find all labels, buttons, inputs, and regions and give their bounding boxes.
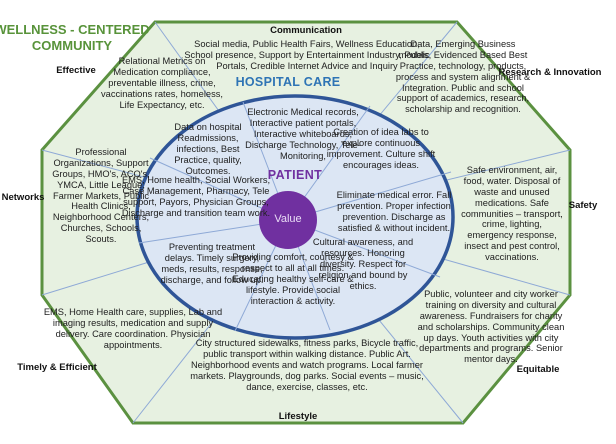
title-line1: WELLNESS - CENTERED	[0, 22, 150, 37]
sector-text-safety: Safe environment, air, food, water. Disp…	[461, 165, 563, 262]
diagram-title: WELLNESS - CENTERED COMMUNITY	[0, 22, 150, 55]
sector-label-lifestyle: Lifestyle	[278, 411, 318, 422]
patient-label: PATIENT	[267, 168, 323, 182]
wedge-text-bottom: Providing comfort, courtesy & respect to…	[232, 252, 354, 306]
wedge-text-lower-left: Preventing treatment delays. Timely surg…	[160, 242, 264, 285]
wedge-text-upper-left: Data on hospital Readmissions, infection…	[174, 122, 242, 176]
value-label: Value	[274, 213, 302, 225]
sector-label-networks: Networks	[1, 192, 45, 203]
wedge-text-right: Eliminate medical error. Fall prevention…	[336, 190, 452, 233]
sector-text-effective: Relational Metrics on Medication complia…	[101, 56, 223, 110]
sector-text-communication: Social media, Public Health Fairs, Welln…	[184, 39, 430, 71]
wedge-text-lower-right: Cultural awareness, and resources. Honor…	[312, 237, 414, 291]
sector-label-timely-efficient: Timely & Efficient	[17, 362, 97, 373]
title-line2: COMMUNITY	[31, 38, 113, 54]
wedge-text-left: EMS, Home health, Social Workers, Case M…	[121, 175, 271, 218]
hospital-care-label: HOSPITAL CARE	[235, 75, 341, 89]
value-circle	[259, 191, 317, 249]
sector-label-safety: Safety	[568, 200, 598, 211]
wedge-text-upper-right: Creation of idea labs to explore continu…	[326, 127, 436, 170]
sector-label-communication: Communication	[270, 25, 342, 36]
sector-text-equitable: Public, volunteer and city worker traini…	[417, 289, 565, 365]
sector-label-research-innovation: Research & Innovation	[498, 67, 602, 78]
sector-text-timely-efficient: EMS, Home Health care, supplies, Lab and…	[43, 307, 223, 350]
sector-text-research-innovation: Data, Emerging Business models, Evidence…	[395, 39, 531, 115]
sector-label-equitable: Equitable	[516, 364, 560, 375]
sector-text-lifestyle: City structured sidewalks, fitness parks…	[190, 338, 424, 392]
sector-text-networks: Professional Organizations, Support Grou…	[52, 147, 150, 244]
wedge-text-top: Electronic Medical records, Interactive …	[245, 107, 361, 161]
sector-label-effective: Effective	[56, 65, 96, 76]
